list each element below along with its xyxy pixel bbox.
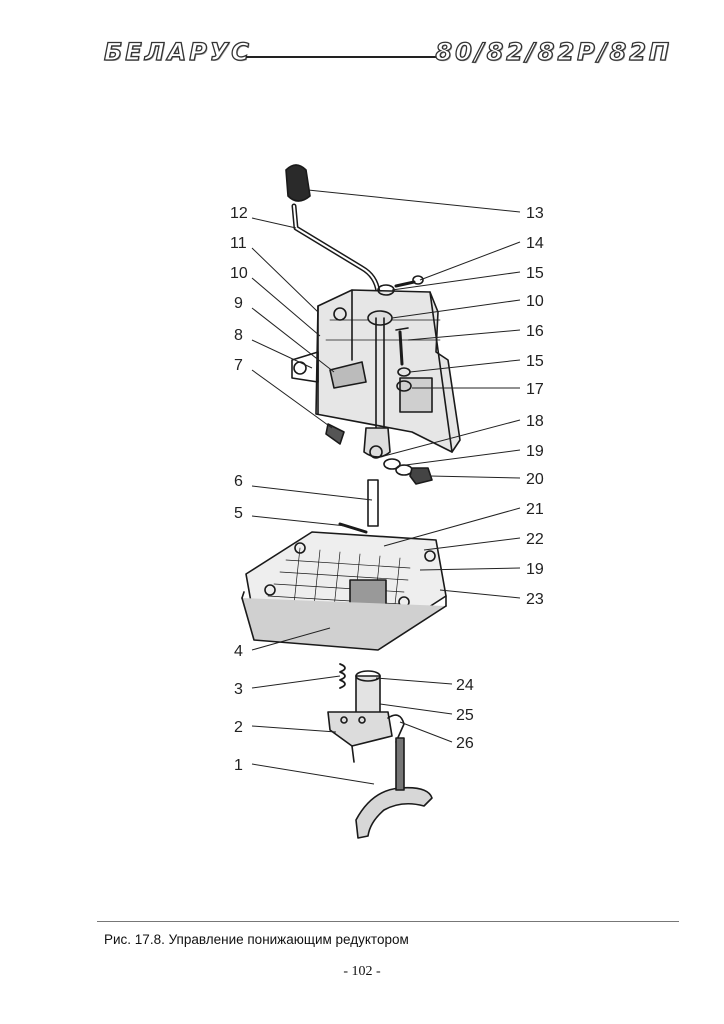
callout-8: 8 <box>234 327 243 344</box>
callout-5: 5 <box>234 505 243 522</box>
callout-16: 16 <box>526 323 544 340</box>
callout-14: 14 <box>526 235 544 252</box>
callout-2: 2 <box>234 719 243 736</box>
model-title: 80/82/82Р/82П <box>435 37 672 66</box>
shift-fork <box>355 786 433 839</box>
callout-9: 9 <box>234 295 243 312</box>
header-rule <box>246 56 442 58</box>
callout-4: 4 <box>234 643 243 660</box>
callout-18: 18 <box>526 413 544 430</box>
callout-13: 13 <box>526 205 544 222</box>
callout-22: 22 <box>526 531 544 548</box>
callout-15: 15 <box>526 265 544 282</box>
callout-7: 7 <box>234 357 243 374</box>
callout-19: 19 <box>526 443 544 460</box>
callout-25: 25 <box>456 707 474 724</box>
page-header: БЕЛАРУС 80/82/82Р/82П <box>0 0 724 80</box>
lower-bracket <box>327 711 393 747</box>
diagram-artwork <box>241 164 461 839</box>
leader-lines <box>251 189 521 785</box>
brand-title: БЕЛАРУС <box>103 37 252 66</box>
callout-21: 21 <box>526 501 544 518</box>
callout-6: 6 <box>234 473 243 490</box>
callout-1: 1 <box>234 757 243 774</box>
page-number: - 102 - <box>343 964 381 979</box>
callout-11: 11 <box>230 235 247 252</box>
callout-26: 26 <box>456 735 474 752</box>
callout-12: 12 <box>230 205 248 222</box>
callout-24: 24 <box>456 677 474 694</box>
callout-10-right: 10 <box>526 293 544 310</box>
callout-15-second: 15 <box>526 353 544 370</box>
callout-3: 3 <box>234 681 243 698</box>
callout-19-second: 19 <box>526 561 544 578</box>
callout-20: 20 <box>526 471 544 488</box>
callout-17: 17 <box>526 381 544 398</box>
figure-caption: Рис. 17.8. Управление понижающим редукто… <box>104 932 409 947</box>
footer-rule <box>97 921 679 922</box>
lever-knob <box>285 164 311 202</box>
gasket <box>241 597 447 651</box>
callouts-left: 12 11 10 9 8 7 6 5 4 3 2 1 <box>230 205 248 774</box>
callouts-right: 13 14 15 10 16 15 17 18 19 20 21 22 19 2… <box>456 205 544 752</box>
callout-23: 23 <box>526 591 544 608</box>
exploded-diagram: 12 11 10 9 8 7 6 5 4 3 2 1 13 14 15 10 1… <box>230 164 544 839</box>
callout-10: 10 <box>230 265 248 282</box>
